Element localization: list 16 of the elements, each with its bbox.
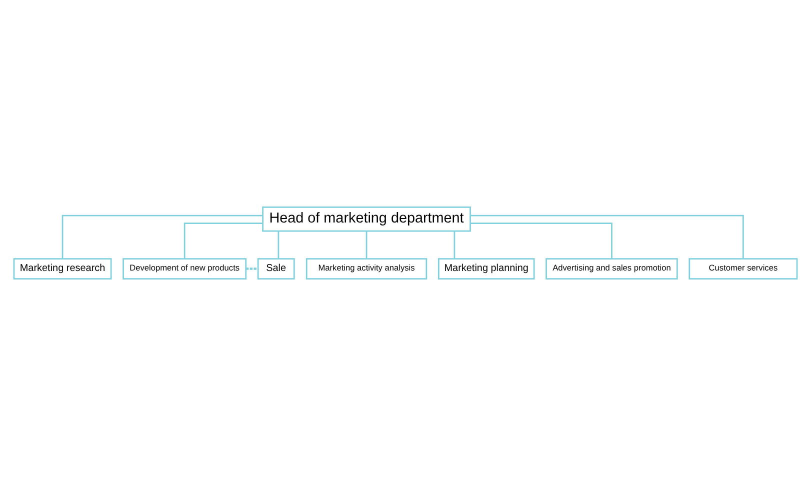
node-box: Development of new products [122,258,247,279]
node-box: Head of marketing department [262,206,471,232]
connector [366,230,368,258]
connector [278,230,280,258]
node-box: Marketing planning [438,258,535,279]
node-box: Customer services [688,258,798,279]
connector [246,267,258,270]
node-box: Marketing research [13,258,112,279]
connector [470,214,744,258]
connector [470,222,612,258]
connector [184,222,263,258]
connector [454,230,456,258]
connector [62,214,263,258]
node-box: Sale [257,258,295,279]
node-box: Advertising and sales promotion [546,258,678,279]
node-box: Marketing activity analysis [306,258,428,279]
